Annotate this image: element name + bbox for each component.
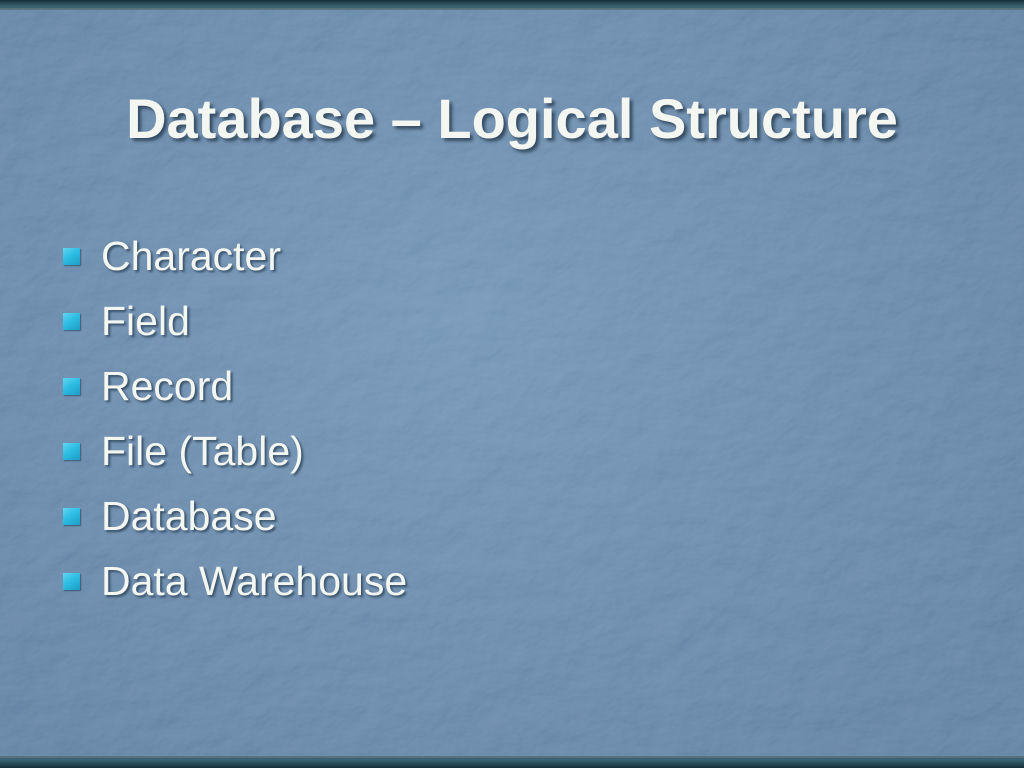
bottom-border-bar [0, 756, 1024, 768]
bullet-label: Field [101, 298, 190, 344]
slide-title: Database – Logical Structure [126, 87, 898, 150]
bullet-square-icon [63, 248, 80, 265]
bullet-label: Data Warehouse [101, 558, 408, 604]
bullet-square-icon [63, 378, 80, 395]
bullet-item: Character [63, 224, 407, 289]
bullet-item: Record [63, 354, 407, 419]
top-border-bar [0, 0, 1024, 10]
bullet-square-icon [63, 443, 80, 460]
bullet-item: File (Table) [63, 419, 407, 484]
bullet-item: Database [63, 484, 407, 549]
bullet-list: Character Field Record File (Table) Data… [63, 224, 407, 614]
bullet-label: Database [101, 493, 277, 539]
bullet-label: Record [101, 363, 234, 409]
bullet-label: File (Table) [101, 428, 304, 474]
bullet-label: Character [101, 233, 282, 279]
bullet-square-icon [63, 508, 80, 525]
bullet-item: Field [63, 289, 407, 354]
bullet-square-icon [63, 573, 80, 590]
bullet-item: Data Warehouse [63, 549, 407, 614]
bullet-square-icon [63, 313, 80, 330]
